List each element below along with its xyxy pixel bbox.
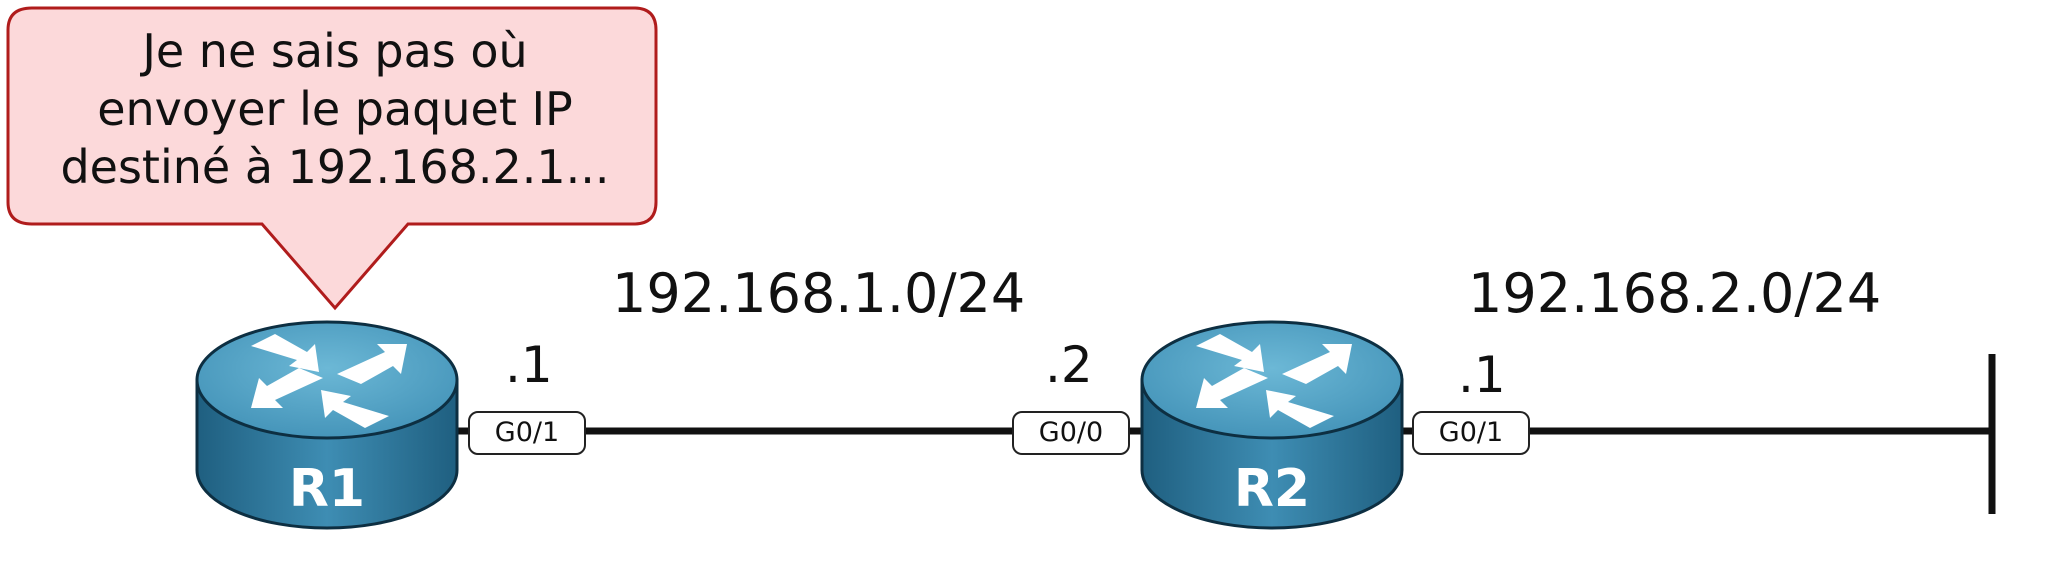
speech-bubble-icon [6,6,658,311]
r2-interface-left-tag[interactable]: G0/0 [1012,411,1130,455]
bubble-line-1: Je ne sais pas où [142,24,528,78]
network-label-left: 192.168.1.0/24 [612,262,1026,325]
r2-host-id-left: .2 [1045,336,1093,394]
r1-interface-tag[interactable]: G0/1 [468,411,586,455]
router-icon[interactable]: R2 [1140,320,1404,530]
speech-bubble-text: Je ne sais pas où envoyer le paquet IP d… [10,22,660,196]
router-r2-name: R2 [1234,459,1310,519]
r2-host-id-right: .1 [1458,346,1506,404]
router-r1-name: R1 [289,459,365,519]
network-label-right: 192.168.2.0/24 [1468,262,1882,325]
router-icon[interactable]: R1 [195,320,459,530]
bubble-line-3: destiné à 192.168.2.1... [60,140,610,194]
r2-interface-right-tag[interactable]: G0/1 [1412,411,1530,455]
r1-host-id: .1 [505,336,553,394]
bubble-line-2: envoyer le paquet IP [97,82,573,136]
